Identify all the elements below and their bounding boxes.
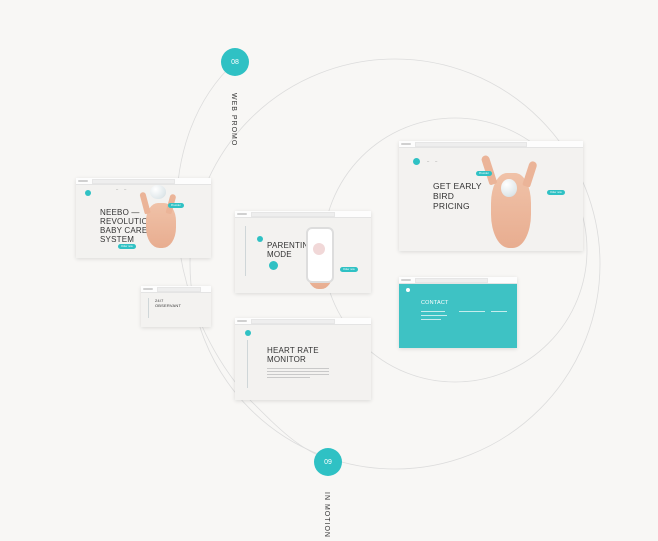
section-nav-dots	[148, 298, 149, 318]
hand-preorder-button[interactable]: Preorder	[168, 203, 184, 208]
early-bird-order-button[interactable]: Order now	[547, 190, 565, 195]
screen-parenting: PARENTING MODE Order now	[235, 211, 371, 293]
nav-bar: ──	[427, 159, 438, 163]
early-bird-preorder-button[interactable]: Preorder	[476, 171, 492, 176]
contact-email-line	[459, 311, 485, 312]
section-label-web-promo: WEB PROMO	[230, 93, 237, 147]
section-nav-dots	[247, 340, 248, 388]
neebo-device-image	[501, 179, 517, 197]
heart-rate-description	[267, 366, 329, 382]
contact-info-line	[421, 319, 441, 320]
contact-info-line	[421, 311, 445, 312]
hero-headline: NEEBO — REVOLUTIONARY BABY CARE SYSTEM	[100, 208, 171, 244]
browser-chrome	[235, 211, 371, 218]
browser-chrome	[399, 141, 583, 148]
observant-headline: 24/7 OBSERVANT	[155, 298, 182, 308]
browser-chrome	[399, 277, 517, 284]
hand-finger	[522, 160, 538, 188]
section-badge-09: 09	[314, 448, 342, 476]
screen-hero: ── NEEBO — REVOLUTIONARY BABY CARE SYSTE…	[76, 178, 211, 258]
neebo-logo-icon	[245, 330, 251, 336]
neebo-logo-icon	[413, 158, 420, 165]
browser-chrome	[235, 318, 371, 325]
contact-info-line	[421, 315, 447, 316]
screen-observant: 24/7 OBSERVANT	[141, 286, 211, 327]
parenting-headline: PARENTING MODE	[267, 241, 315, 259]
parenting-order-button[interactable]: Order now	[340, 267, 358, 272]
neebo-logo-icon	[406, 288, 410, 292]
browser-chrome	[141, 286, 211, 293]
neebo-device-image	[150, 185, 166, 199]
section-nav-dots	[245, 226, 246, 276]
screen-heart-rate: HEART RATE MONITOR	[235, 318, 371, 400]
section-label-in-motion: IN MOTION	[323, 492, 330, 538]
play-icon[interactable]	[269, 261, 278, 270]
section-badge-08: 08	[221, 48, 249, 76]
nav-bar: ──	[116, 187, 127, 191]
hero-order-button[interactable]: Order now	[118, 244, 136, 249]
section-icon	[257, 236, 263, 242]
social-links[interactable]	[491, 311, 507, 312]
screen-contact: CONTACT	[399, 277, 517, 348]
browser-chrome	[76, 178, 211, 185]
heart-rate-headline: HEART RATE MONITOR	[267, 346, 319, 364]
hand-finger	[480, 154, 498, 186]
screen-early-bird: ── GET EARLY BIRD PRICING Preorder Order…	[399, 141, 583, 251]
early-bird-headline: GET EARLY BIRD PRICING	[433, 181, 482, 211]
contact-headline: CONTACT	[421, 300, 449, 306]
neebo-logo-icon	[85, 190, 91, 196]
phone-app-mockup	[306, 227, 334, 283]
